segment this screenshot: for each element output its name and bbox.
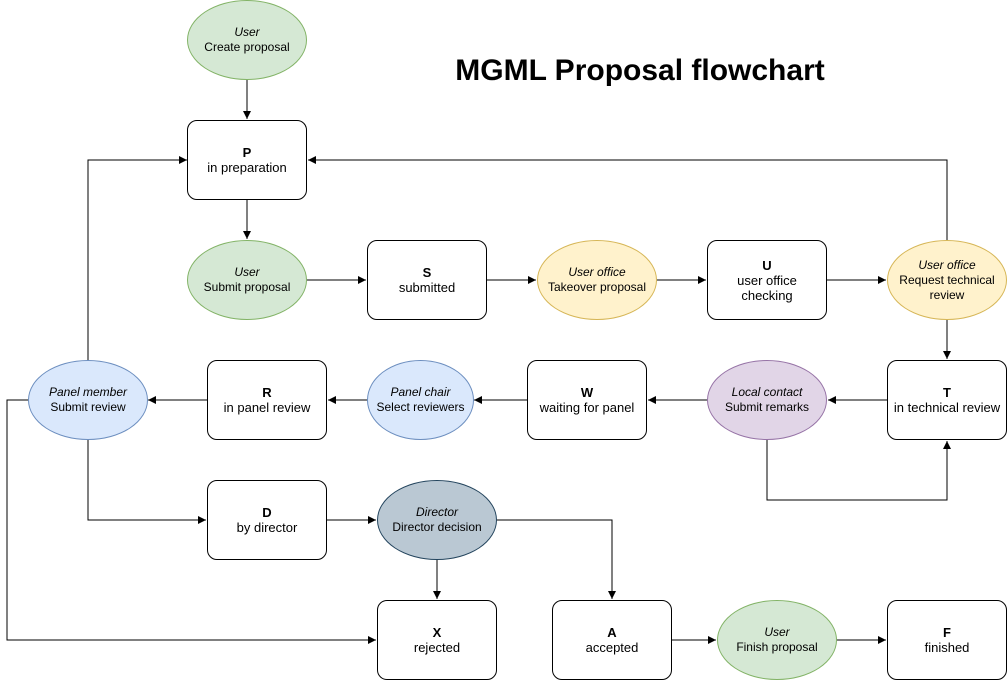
state-label: in preparation (207, 160, 287, 175)
action-finish-proposal[interactable]: User Finish proposal (717, 600, 837, 680)
edge-panel-member-to-p (87, 156, 187, 360)
state-f[interactable]: F finished (887, 600, 1007, 680)
state-d[interactable]: D by director (207, 480, 327, 560)
action-label: Submit review (50, 400, 126, 414)
edge-local-contact-to-t (766, 440, 951, 501)
action-submit-proposal[interactable]: User Submit proposal (187, 240, 307, 320)
action-label: Submit remarks (724, 400, 810, 414)
action-label: Director decision (392, 520, 482, 534)
action-label: Create proposal (204, 40, 290, 54)
state-code: F (943, 625, 951, 640)
action-role: Panel chair (390, 385, 451, 399)
state-label: user office checking (737, 272, 797, 303)
action-select-reviewers[interactable]: Panel chair Select reviewers (367, 360, 474, 440)
action-role: User office (568, 265, 626, 279)
action-request-technical-review[interactable]: User office Request technical review (887, 240, 1007, 320)
action-label: Request technical review (899, 272, 995, 302)
state-code: W (580, 385, 594, 400)
edge-panel-member-to-d (87, 440, 206, 524)
state-code: R (262, 385, 272, 400)
state-label: rejected (413, 640, 461, 655)
state-code: D (262, 505, 272, 520)
edge-director-to-a (497, 519, 616, 599)
state-p[interactable]: P in preparation (187, 120, 307, 200)
action-label: Finish proposal (736, 640, 818, 654)
action-role: Local contact (731, 385, 803, 399)
action-role: Director (415, 505, 458, 519)
action-submit-review[interactable]: Panel member Submit review (28, 360, 148, 440)
action-submit-remarks[interactable]: Local contact Submit remarks (707, 360, 827, 440)
state-w[interactable]: W waiting for panel (527, 360, 647, 440)
edge-request-to-p (308, 156, 948, 240)
action-label: Submit proposal (203, 280, 291, 294)
state-code: X (432, 625, 442, 640)
action-create-proposal[interactable]: User Create proposal (187, 0, 307, 80)
state-t[interactable]: T in technical review (887, 360, 1007, 440)
state-x[interactable]: X rejected (377, 600, 497, 680)
action-role: User (234, 25, 260, 39)
action-label: Select reviewers (376, 400, 465, 414)
action-role: Panel member (48, 385, 128, 399)
action-takeover-proposal[interactable]: User office Takeover proposal (537, 240, 657, 320)
state-code: U (762, 257, 772, 273)
action-role: User office (918, 257, 976, 272)
state-label: waiting for panel (539, 400, 635, 415)
state-u[interactable]: U user office checking (707, 240, 827, 320)
state-label: submitted (398, 280, 456, 295)
edge-panel-member-to-x (6, 399, 376, 644)
state-a[interactable]: A accepted (552, 600, 672, 680)
action-role: User (234, 265, 260, 279)
state-s[interactable]: S submitted (367, 240, 487, 320)
action-role: User (764, 625, 790, 639)
state-label: by director (236, 520, 298, 535)
state-r[interactable]: R in panel review (207, 360, 327, 440)
state-label: in technical review (893, 400, 1001, 415)
state-code: T (943, 385, 951, 400)
state-label: finished (924, 640, 970, 655)
action-director-decision[interactable]: Director Director decision (377, 480, 497, 560)
page-title: MGML Proposal flowchart (455, 54, 825, 87)
action-label: Takeover proposal (547, 280, 647, 294)
state-label: in panel review (223, 400, 311, 415)
state-code: S (422, 265, 432, 280)
state-code: P (242, 145, 252, 160)
state-code: A (607, 625, 617, 640)
state-label: accepted (585, 640, 639, 655)
